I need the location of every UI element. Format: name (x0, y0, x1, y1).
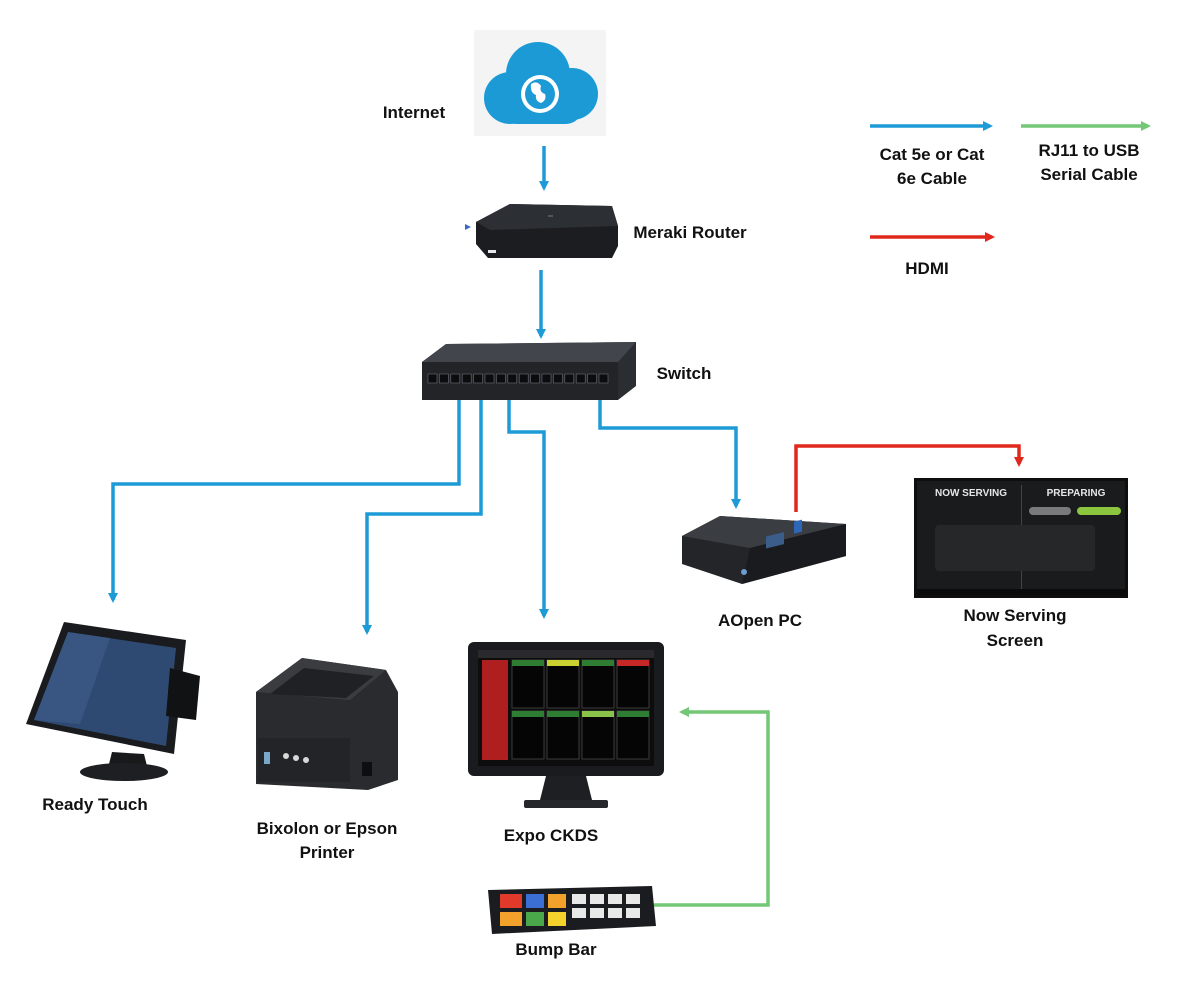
legend-ethernet-line1: Cat 5e or Cat (879, 145, 985, 164)
customer-display-icon: NOW SERVING PREPARING (914, 478, 1128, 598)
label-router: Meraki Router (633, 223, 747, 242)
bump-bar-keypad-icon (488, 886, 656, 934)
screen-bottom-bar (917, 589, 1125, 595)
link-switch-expo (507, 398, 549, 619)
label-internet: Internet (382, 103, 446, 122)
mini-pc-icon (682, 516, 846, 584)
label-bump-bar: Bump Bar (515, 940, 597, 959)
link-switch-readytouch (108, 398, 461, 603)
preparing-header: PREPARING (1046, 488, 1106, 499)
router-icon (465, 204, 618, 258)
label-switch: Switch (656, 364, 712, 383)
preparing-pill-green (1077, 507, 1121, 515)
label-expo: Expo CKDS (503, 826, 599, 845)
pos-terminal-icon (26, 622, 200, 781)
network-switch-icon (422, 342, 636, 400)
link-bumpbar-expo (654, 707, 770, 907)
preparing-pill-gray (1029, 507, 1071, 515)
cloud-globe-icon (474, 30, 606, 136)
legend-hdmi-label: HDMI (905, 259, 949, 278)
receipt-printer-icon (256, 658, 398, 790)
link-switch-aopen (598, 398, 741, 509)
legend-serial-line2: Serial Cable (1040, 165, 1138, 184)
link-switch-printer (362, 398, 483, 635)
label-aopen: AOpen PC (717, 611, 803, 630)
label-printer-line2: Printer (299, 843, 355, 862)
legend-ethernet-line2: 6e Cable (897, 169, 967, 188)
legend-serial-line1: RJ11 to USB (1038, 141, 1140, 160)
label-ready-touch: Ready Touch (42, 795, 148, 814)
now-serving-header: NOW SERVING (934, 488, 1008, 499)
label-printer-line1: Bixolon or Epson (256, 819, 398, 838)
label-now-serving-line2: Screen (986, 631, 1044, 650)
watermark-logo (935, 525, 1095, 571)
link-aopen-nowserving (794, 444, 1024, 512)
label-now-serving-line1: Now Serving (963, 606, 1067, 625)
kitchen-display-icon (468, 642, 664, 808)
